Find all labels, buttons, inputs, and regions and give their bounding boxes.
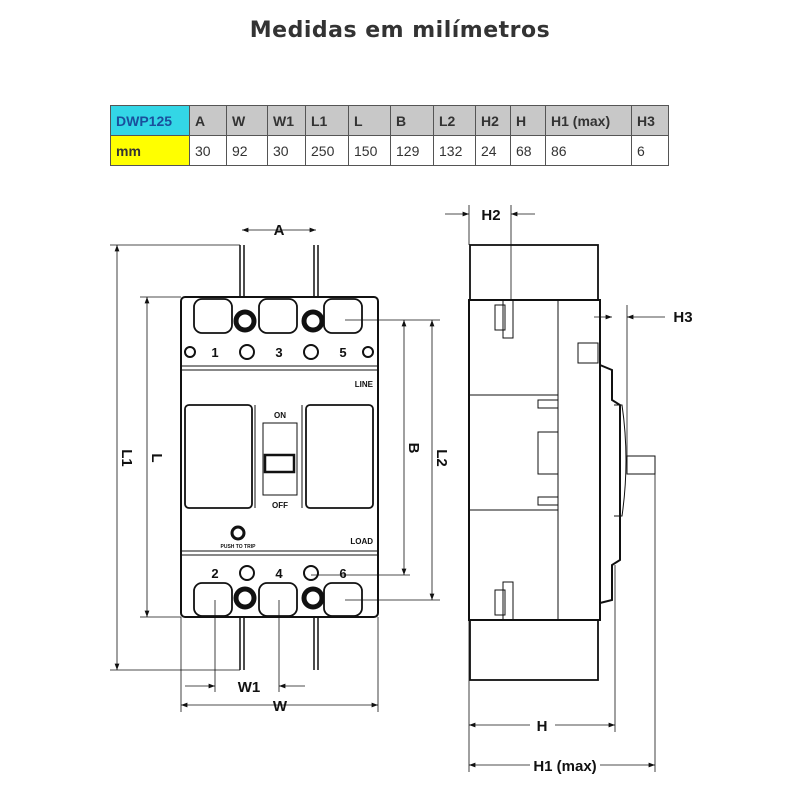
- terminal-label-1: 1: [211, 345, 218, 360]
- terminal-label-6: 6: [339, 566, 346, 581]
- terminal-label-5: 5: [339, 345, 346, 360]
- value-cell: 30: [189, 135, 227, 166]
- column-header: L1: [305, 105, 349, 136]
- model-cell: DWP125: [110, 105, 190, 136]
- page-title: Medidas em milímetros: [249, 18, 551, 43]
- dim-label-h2: H2: [481, 207, 500, 224]
- dimensions-table: DWP125 A W W1 L1 L B L2 H2 H H1 (max) H3…: [110, 105, 669, 166]
- column-header: B: [390, 105, 434, 136]
- value-cell: 150: [348, 135, 391, 166]
- dim-label-l: L: [148, 453, 165, 462]
- column-header: W1: [267, 105, 306, 136]
- dim-label-h1-max: H1 (max): [533, 758, 596, 775]
- column-header: H1 (max): [545, 105, 632, 136]
- table-row: mm 30 92 30 250 150 129 132 24 68 86 6: [110, 135, 669, 166]
- value-cell: 250: [305, 135, 349, 166]
- dim-label-w1: W1: [238, 679, 261, 696]
- column-header: W: [226, 105, 268, 136]
- terminal-label-2: 2: [211, 566, 218, 581]
- front-dimension-lines: [110, 227, 440, 712]
- dim-label-w: W: [273, 698, 288, 715]
- terminal-label-4: 4: [275, 566, 283, 581]
- on-label: ON: [274, 411, 286, 420]
- value-cell: 6: [631, 135, 669, 166]
- column-header: A: [189, 105, 227, 136]
- load-label: LOAD: [350, 537, 373, 546]
- dim-label-a: A: [274, 222, 285, 239]
- push-to-trip-label: PUSH TO TRIP: [221, 544, 257, 550]
- value-cell: 129: [390, 135, 434, 166]
- unit-cell: mm: [110, 135, 190, 166]
- dim-label-h: H: [537, 718, 548, 735]
- value-cell: 92: [226, 135, 268, 166]
- column-header: H3: [631, 105, 669, 136]
- value-cell: 30: [267, 135, 306, 166]
- front-view: [180, 245, 379, 670]
- side-view: [468, 244, 656, 681]
- off-label: OFF: [272, 501, 288, 510]
- dim-label-l2: L2: [433, 449, 450, 467]
- side-dimension-lines: [445, 205, 665, 772]
- column-header: L2: [433, 105, 476, 136]
- value-cell: 24: [475, 135, 511, 166]
- dim-label-l1: L1: [118, 449, 135, 467]
- table-header-row: DWP125 A W W1 L1 L B L2 H2 H H1 (max) H3: [110, 105, 669, 136]
- terminal-label-3: 3: [275, 345, 282, 360]
- value-cell: 132: [433, 135, 476, 166]
- dim-label-b: B: [405, 443, 422, 454]
- line-label: LINE: [355, 380, 374, 389]
- dim-label-h3: H3: [673, 309, 692, 326]
